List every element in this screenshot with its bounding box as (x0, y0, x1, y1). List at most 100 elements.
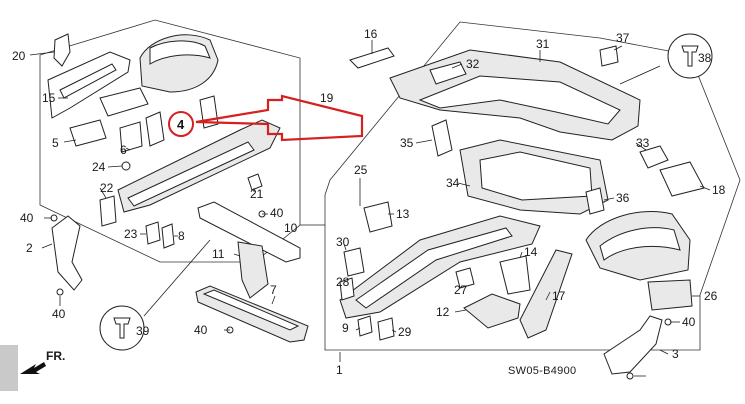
part-2-bracket (51, 215, 83, 291)
leader-29 (391, 329, 397, 333)
part-13-bracket (363, 201, 393, 233)
callout-23: 23 (124, 227, 138, 241)
callout-18: 18 (712, 183, 726, 197)
callout-31: 31 (536, 37, 550, 51)
leader-33 (635, 142, 647, 151)
front-arrow-icon (20, 362, 46, 374)
callout-7: 7 (270, 283, 277, 297)
callout-12: 12 (436, 305, 450, 319)
callout-4-highlighted: 4 (177, 117, 185, 132)
part-inner-bracket (99, 87, 149, 117)
part-14-bracket (499, 255, 531, 295)
part-small-gusset (145, 111, 165, 147)
wheelhouse-top (149, 40, 211, 65)
callout-13: 13 (396, 207, 410, 221)
part-21-clip (247, 173, 263, 191)
callout-22: 22 (100, 181, 114, 195)
direction-label: FR. (46, 349, 65, 363)
leader-22 (99, 187, 107, 199)
part-36-clip (585, 187, 605, 215)
bolt-40-f (626, 372, 634, 380)
part-18-bracket (659, 161, 705, 197)
part-37-clip (599, 45, 619, 67)
leader-17 (545, 291, 551, 301)
callout-40c: 40 (270, 206, 284, 220)
part-16-bracket (349, 47, 395, 69)
leader-20 (29, 51, 55, 56)
callout-8: 8 (178, 229, 185, 243)
leader-38 (619, 65, 661, 85)
leader-30 (343, 243, 347, 251)
callout-35: 35 (400, 136, 414, 150)
direction-badge (0, 345, 18, 391)
leader-6 (125, 147, 131, 151)
leader-7 (271, 295, 276, 305)
part-8-bracket (161, 223, 175, 249)
part-30-bracket (343, 247, 365, 277)
part-3-bracket (603, 315, 663, 375)
callout-20: 20 (12, 49, 26, 63)
part-17-rear-rail (519, 249, 573, 339)
callout-17: 17 (552, 289, 566, 303)
callout-14: 14 (524, 245, 538, 259)
leader-27 (459, 285, 463, 289)
leader-34 (457, 182, 471, 187)
callout-34: 34 (446, 176, 460, 190)
leader-5 (63, 139, 77, 143)
leader-32 (451, 63, 463, 69)
part-33-bracket (639, 145, 669, 169)
callout-21: 21 (250, 187, 264, 201)
callout-37: 37 (616, 31, 630, 45)
part-12-floor-plate (463, 293, 521, 329)
callout-3: 3 (672, 347, 679, 361)
rear-wheelhouse-lip (599, 227, 681, 261)
callout-29: 29 (398, 325, 412, 339)
part-29-clip (377, 317, 395, 341)
leader-11 (233, 253, 241, 257)
callout-32: 32 (466, 57, 480, 71)
part-5-plate (69, 119, 107, 147)
callout-39: 39 (136, 324, 150, 338)
leader-35 (415, 139, 433, 144)
callout-33: 33 (636, 136, 650, 150)
highlight-arrow (195, 94, 364, 142)
part-15-rib (59, 63, 117, 99)
part-23-bracket (145, 221, 161, 245)
callout-19: 19 (320, 91, 334, 105)
callout-40e: 40 (682, 315, 696, 329)
callout-28: 28 (336, 275, 350, 289)
callout-10: 10 (284, 221, 298, 235)
callout-6: 6 (120, 143, 127, 157)
callout-38: 38 (698, 51, 712, 65)
clip-39-icon (113, 317, 131, 339)
callout-16: 16 (364, 27, 378, 41)
part-11-bracket (237, 241, 269, 299)
callout-30: 30 (336, 235, 350, 249)
part-31-inner (418, 75, 621, 125)
part-20-bracket (53, 33, 71, 67)
callout-40d: 40 (194, 323, 208, 337)
callout-11: 11 (212, 247, 225, 261)
part-25-channel (355, 227, 513, 309)
leader-36 (603, 197, 615, 201)
callout-2: 2 (26, 241, 33, 255)
callout-9: 9 (342, 321, 349, 335)
callout-1: 1 (336, 363, 343, 377)
callout-25: 25 (354, 163, 368, 177)
callout-40a: 40 (20, 211, 34, 225)
callout-27: 27 (454, 283, 468, 297)
part-6-brace (119, 121, 143, 153)
drawing-code: SW05-B4900 (508, 365, 576, 377)
part-26-bracket (647, 279, 693, 311)
part-27-clip (455, 267, 475, 289)
callout-15: 15 (42, 91, 56, 105)
callout-26: 26 (704, 289, 718, 303)
leader-39 (143, 239, 211, 317)
highlight-circle (168, 111, 194, 137)
callout-40b: 40 (52, 307, 66, 321)
leader-2 (41, 243, 53, 249)
clip-38-icon (681, 45, 699, 67)
callout-24: 24 (92, 160, 106, 174)
